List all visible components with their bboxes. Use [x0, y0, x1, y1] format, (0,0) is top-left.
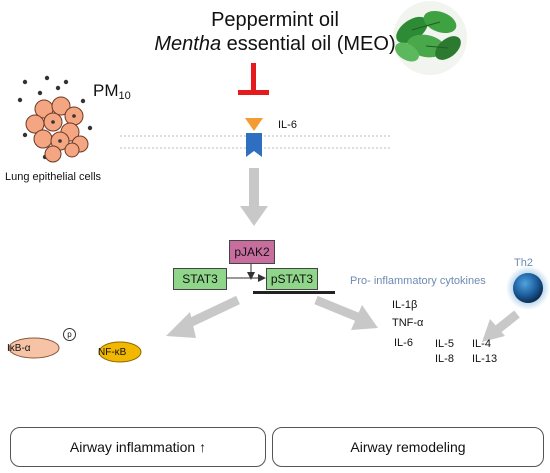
stat3-box: STAT3	[173, 268, 227, 290]
outcome-label: Airway remodeling	[350, 439, 466, 455]
nfkb-shape	[98, 341, 142, 363]
pjak2-box: pJAK2	[229, 240, 275, 264]
pm-base: PM	[93, 81, 119, 100]
title-italic: Mentha	[154, 33, 222, 55]
cytokine-il13: IL-13	[472, 353, 498, 365]
pstat3-box: pSTAT3	[266, 268, 318, 290]
outcome-label: Airway inflammation ↑	[69, 439, 207, 455]
signal-arrow-down	[240, 168, 268, 226]
mint-leaf-icon	[393, 1, 467, 75]
th2-cell-icon	[506, 266, 550, 310]
nfkb-label: NF-κB	[98, 347, 127, 358]
cytokine-il6: IL-6	[394, 337, 413, 349]
pm-sub: 10	[118, 90, 131, 102]
title-line1: Peppermint oil	[211, 9, 339, 31]
cytokine-tnfa: TNF-α	[392, 317, 424, 329]
cytokine-il5: IL-5	[435, 338, 454, 350]
arrow-left-down	[166, 295, 240, 338]
ikba-label: IκB-α	[7, 343, 31, 354]
title-line2: Mentha essential oil (MEO)	[0, 34, 550, 54]
phospho-p-badge: p	[63, 328, 76, 341]
receptor-label: IL-6	[278, 119, 297, 131]
cytokine-il4: IL-4	[472, 338, 491, 350]
pm10-label: PM10	[93, 82, 131, 102]
ikba-shape	[8, 337, 60, 359]
il6-receptor-icon	[245, 118, 263, 157]
cytokine-il1b: IL-1β	[392, 299, 418, 311]
lung-cells-icon	[25, 96, 89, 163]
lung-label: Lung epithelial cells	[5, 171, 102, 183]
cell-membrane	[120, 135, 390, 149]
outcome-airway-remodeling: Airway remodeling	[272, 427, 544, 467]
dna-bar	[253, 291, 335, 294]
arrow-right-down	[314, 295, 378, 330]
th2-label: Th2	[514, 257, 533, 269]
outcome-airway-inflammation: Airway inflammation ↑	[10, 427, 266, 467]
cytokine-il8: IL-8	[435, 353, 454, 365]
arrow-th2	[482, 310, 520, 342]
inhibition-symbol	[238, 63, 269, 95]
pro-inflammatory-label: Pro- inflammatory cytokines	[350, 275, 486, 287]
title-rest: essential oil (MEO)	[221, 33, 396, 55]
